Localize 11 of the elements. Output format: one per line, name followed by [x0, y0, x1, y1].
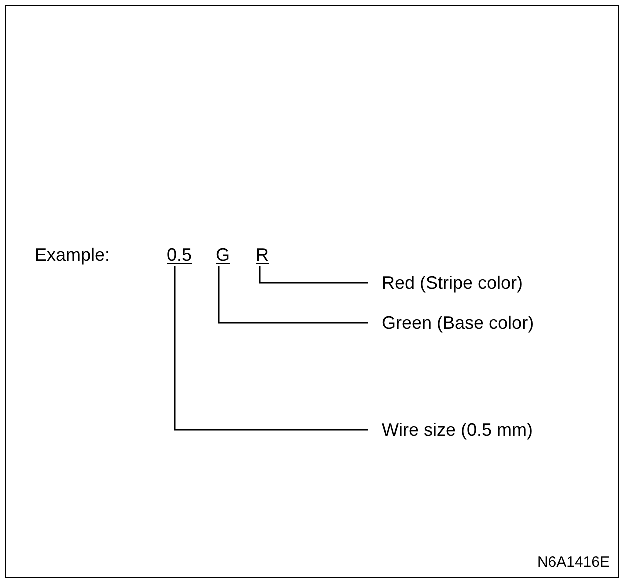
leader-line: [259, 266, 368, 284]
figure-code: N6A1416E: [537, 553, 610, 573]
code-description: Red (Stripe color): [368, 271, 524, 295]
wire-code: G: [216, 244, 230, 266]
leader-line: [218, 266, 368, 324]
wire-code: R: [256, 244, 269, 266]
code-description: Green (Base color): [368, 311, 534, 335]
wire-code: 0.5: [167, 244, 192, 266]
code-description: Wire size (0.5 mm): [368, 418, 534, 442]
example-label: Example:: [35, 244, 110, 266]
leader-line: [174, 266, 368, 431]
